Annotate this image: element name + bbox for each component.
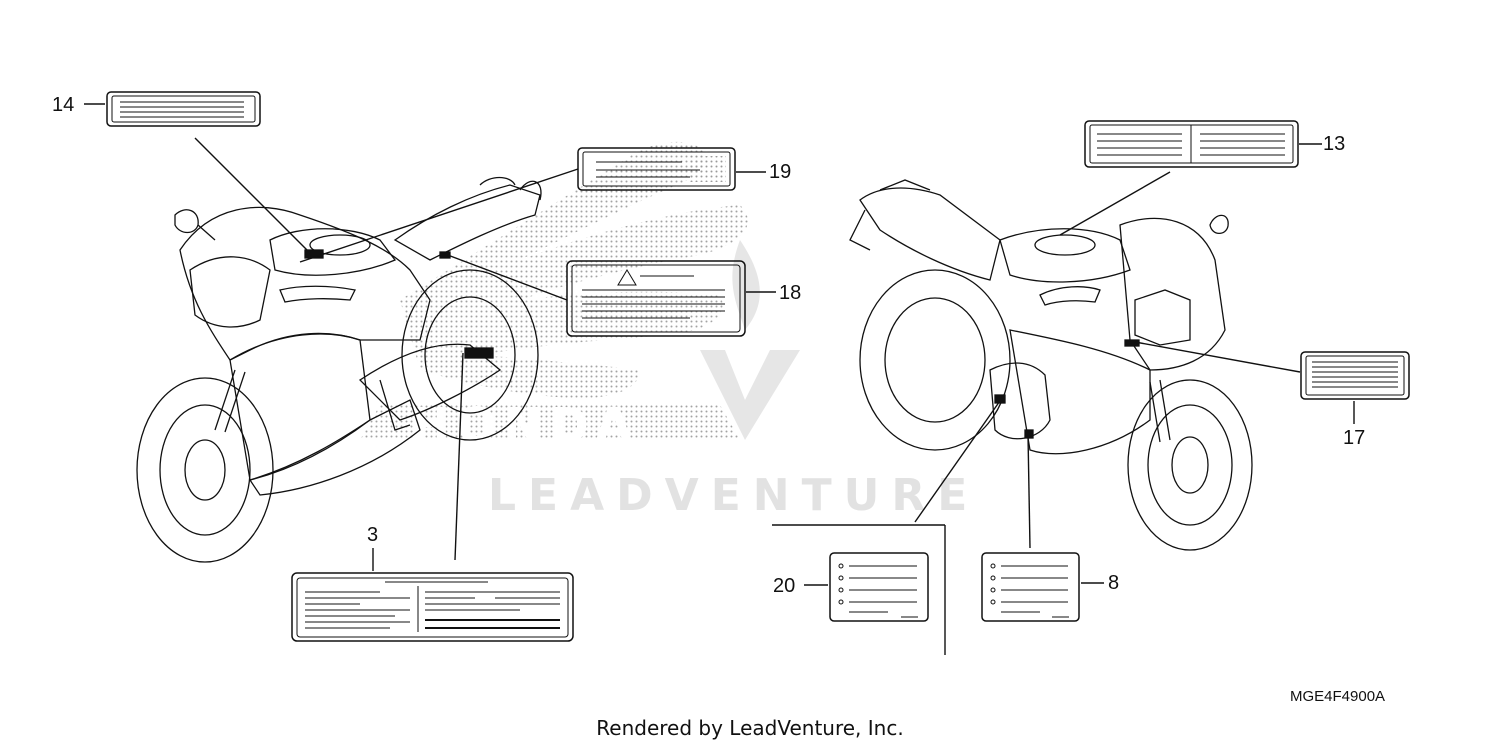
label-20-drawing [829, 552, 929, 622]
footer-credit: Rendered by LeadVenture, Inc. [596, 716, 904, 740]
label-14-drawing [106, 91, 261, 127]
label-3-drawing [291, 572, 574, 642]
label-17-drawing [1300, 351, 1410, 400]
callout-18: 18 [779, 282, 802, 304]
callout-19: 19 [769, 161, 792, 183]
watermark-leadventure: LEADVENTURE [488, 470, 980, 521]
label-18-drawing [566, 260, 746, 337]
callout-13: 13 [1323, 133, 1346, 155]
right-motorcycle-drawing [849, 179, 1253, 551]
callout-14: 14 [52, 94, 75, 116]
drawing-code: MGE4F4900A [1290, 688, 1386, 705]
honda-wing-watermark: HONDA [360, 141, 748, 454]
leader-lines [84, 103, 1355, 655]
honda-wordmark: HONDA [410, 398, 638, 454]
callout-8: 8 [1108, 572, 1120, 594]
callout-20: 20 [773, 575, 796, 597]
label-13-drawing [1084, 120, 1299, 168]
callout-17: 17 [1343, 427, 1366, 449]
label-19-drawing [577, 147, 736, 191]
leadventure-logo-watermark [700, 240, 800, 440]
callout-3: 3 [367, 524, 379, 546]
label-8-drawing [981, 552, 1080, 622]
